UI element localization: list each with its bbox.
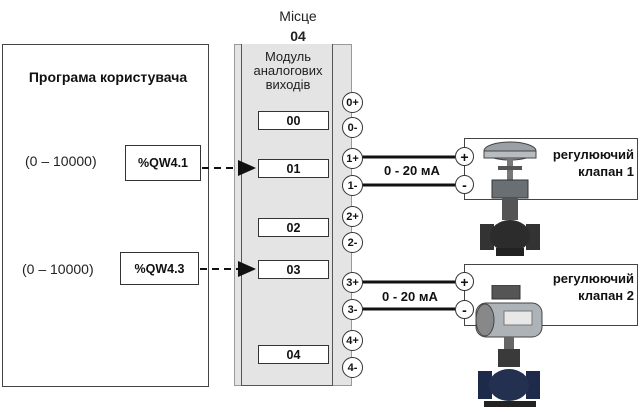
user-program-panel [2, 44, 209, 387]
module-title-line3: виходів [265, 77, 311, 92]
channel-02: 02 [258, 218, 329, 237]
terminal-4-minus: 4- [342, 357, 363, 378]
input-range-2: (0 – 10000) [22, 261, 94, 277]
channel-00: 00 [258, 111, 329, 130]
valve-2-label: регулюючий клапан 2 [522, 270, 634, 304]
terminal-2-minus: 2- [342, 232, 363, 253]
channel-03: 03 [258, 260, 329, 279]
place-label: Місце [279, 8, 317, 24]
terminal-4-plus: 4+ [342, 330, 363, 351]
channel-01: 01 [258, 159, 329, 178]
terminal-1-plus: 1+ [342, 148, 363, 169]
valve-1-minus-terminal: - [455, 175, 474, 194]
address-qw43: %QW4.3 [120, 252, 199, 285]
terminal-0-plus: 0+ [342, 92, 363, 113]
terminal-1-minus: 1- [342, 175, 363, 196]
channel-04: 04 [258, 345, 329, 364]
current-label-2: 0 - 20 мА [382, 289, 438, 304]
valve-2-label-line2: клапан 2 [578, 288, 634, 303]
valve-1-plus-terminal: + [455, 147, 474, 166]
module-title-line2: аналогових [253, 63, 323, 78]
valve-1-label-line2: клапан 1 [578, 164, 634, 179]
user-program-title: Програма користувача [28, 69, 188, 85]
module-title-line1: Модуль [264, 49, 312, 64]
address-qw41: %QW4.1 [125, 145, 201, 181]
input-range-1: (0 – 10000) [25, 153, 97, 169]
control-valve-1-icon [480, 141, 540, 256]
terminal-3-plus: 3+ [342, 272, 363, 293]
module-body [241, 44, 333, 386]
valve-1-label: регулюючий клапан 1 [520, 146, 634, 180]
terminal-3-minus: 3- [342, 299, 363, 320]
valve-1-label-line1: регулюючий [552, 147, 634, 162]
current-label-1: 0 - 20 мА [384, 163, 440, 178]
valve-2-minus-terminal: - [455, 300, 474, 319]
rotary-valve-2-icon [475, 285, 543, 407]
terminal-0-minus: 0- [342, 117, 363, 138]
place-number: 04 [290, 28, 306, 44]
terminal-2-plus: 2+ [342, 206, 363, 227]
module-title: Модуль аналогових виходів [240, 50, 336, 92]
valve-2-label-line1: регулюючий [552, 271, 634, 286]
valve-2-plus-terminal: + [455, 272, 474, 291]
